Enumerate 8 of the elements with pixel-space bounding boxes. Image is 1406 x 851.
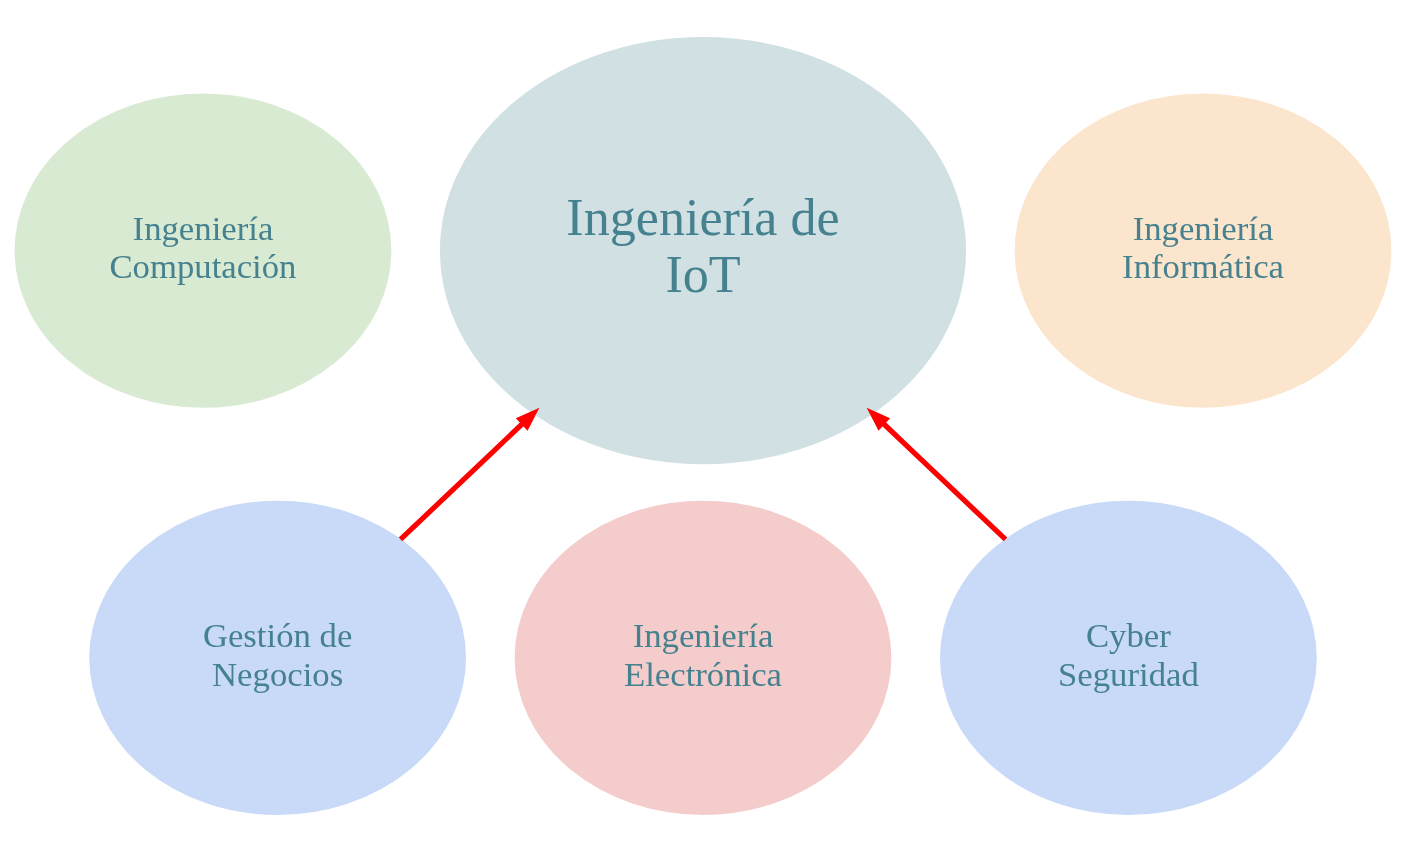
arrow xyxy=(398,407,540,541)
node-ellipse: Ingeniería Informática xyxy=(1014,93,1392,408)
node-ellipse: Ingeniería Electrónica xyxy=(514,500,892,815)
node-ellipse: Cyber Seguridad xyxy=(940,500,1317,815)
arrow xyxy=(866,407,1008,541)
node-ellipse: Ingeniería Computación xyxy=(14,93,392,408)
node-ellipse: Gestión de Negocios xyxy=(89,500,466,815)
node-ellipse: Ingeniería de IoT xyxy=(439,36,967,464)
